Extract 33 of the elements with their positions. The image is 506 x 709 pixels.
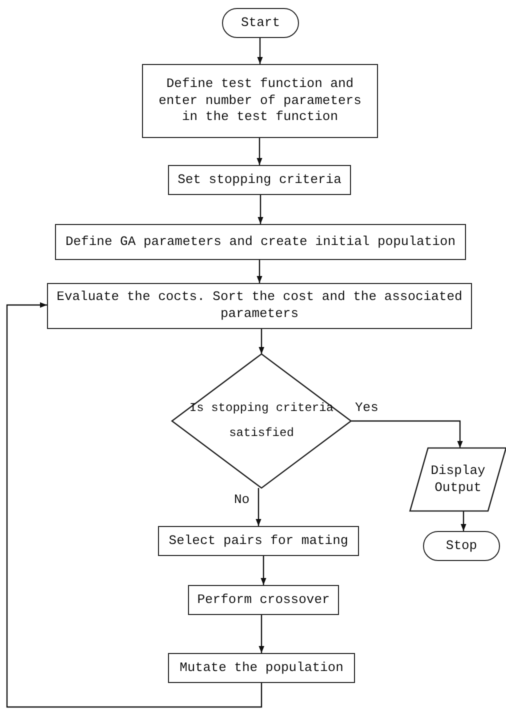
node-text: Is stopping criteria satisfied	[188, 400, 335, 442]
node-text: Mutate the population	[180, 660, 344, 676]
node-text: Define test function and enter number of parameters in the test function	[158, 76, 362, 126]
process-box	[158, 526, 359, 556]
node-text: Perform crossover	[197, 592, 330, 608]
node-text: Set stopping criteria	[178, 172, 342, 188]
io-parallelogram	[410, 448, 506, 511]
arrow	[258, 329, 264, 354]
arrow	[256, 260, 262, 283]
terminal-box	[222, 8, 299, 38]
arrow	[256, 138, 262, 165]
arrow	[460, 511, 466, 531]
process-box	[47, 283, 472, 329]
process-box	[55, 224, 466, 260]
process-box	[168, 165, 351, 195]
arrow	[257, 38, 263, 64]
node-text: Stop	[446, 538, 478, 554]
process-box	[168, 653, 355, 683]
arrow	[260, 556, 266, 585]
process-box	[188, 585, 339, 615]
decision-diamond	[172, 354, 351, 488]
node-text: Evaluate the cocts. Sort the cost and the associated parameters	[56, 289, 464, 323]
terminal-box	[423, 531, 500, 561]
arrow	[6, 302, 262, 708]
process-box	[142, 64, 378, 138]
node-text: Define GA parameters and create initial population	[65, 234, 456, 250]
node-text: Start	[240, 14, 280, 32]
arrow	[256, 488, 262, 526]
node-text: Display Output	[430, 462, 486, 496]
arrow	[258, 615, 264, 653]
node-text: Select pairs for mating	[168, 532, 348, 550]
arrow	[351, 420, 463, 448]
arrow	[258, 195, 264, 224]
